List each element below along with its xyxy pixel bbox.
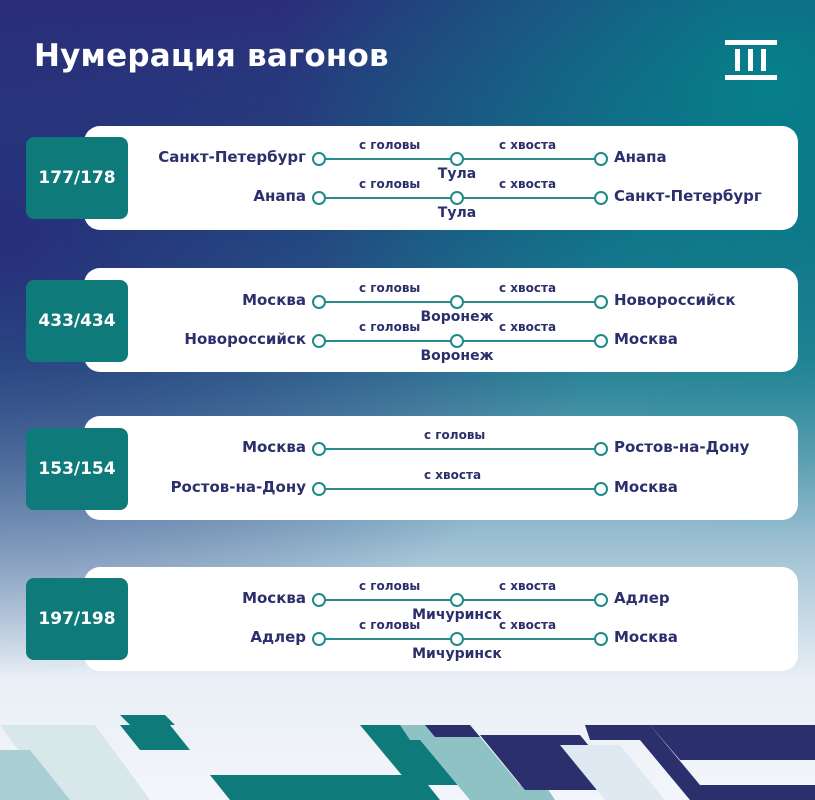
decorative-stripes — [0, 715, 815, 800]
station-from: Москва — [242, 438, 306, 456]
station-to: Новороссийск — [614, 291, 736, 309]
numbering-label: с головы — [359, 579, 421, 593]
station-mid: Мичуринск — [412, 607, 502, 623]
page-title: Нумерация вагонов — [34, 38, 389, 74]
station-dot — [594, 482, 608, 496]
station-to: Москва — [614, 628, 678, 646]
numbering-label: с хвоста — [499, 618, 557, 632]
station-dot — [312, 152, 326, 166]
station-dot — [312, 334, 326, 348]
station-to: Анапа — [614, 148, 667, 166]
route-row: Адлер Москва с головы с хвоста Мичуринск — [84, 618, 798, 662]
station-dot — [450, 295, 464, 309]
numbering-label: с хвоста — [499, 281, 557, 295]
numbering-label: с хвоста — [499, 579, 557, 593]
station-dot — [594, 191, 608, 205]
numbering-label: с хвоста — [499, 177, 557, 191]
station-from: Адлер — [250, 628, 306, 646]
station-from: Ростов-на-Дону — [170, 478, 306, 496]
station-dot — [594, 442, 608, 456]
numbering-label: с головы — [359, 177, 421, 191]
station-from: Москва — [242, 291, 306, 309]
route-row: Новороссийск Москва с головы с хвоста Во… — [84, 320, 798, 364]
station-mid: Тула — [437, 205, 477, 221]
train-card-153-154 — [84, 416, 798, 520]
station-dot — [312, 295, 326, 309]
station-to: Ростов-на-Дону — [614, 438, 750, 456]
station-dot — [312, 442, 326, 456]
train-card-197-198 — [84, 567, 798, 671]
station-dot — [312, 191, 326, 205]
station-dot — [450, 334, 464, 348]
numbering-label: с головы — [359, 138, 421, 152]
train-number-badge: 433/434 — [26, 280, 128, 362]
train-number-badge: 177/178 — [26, 137, 128, 219]
station-dot — [450, 593, 464, 607]
station-dot — [312, 593, 326, 607]
numbering-label: с хвоста — [499, 320, 557, 334]
numbering-label: с головы — [359, 320, 421, 334]
route-row: Москва Адлер с головы с хвоста Мичуринск — [84, 579, 798, 623]
station-dot — [594, 334, 608, 348]
station-mid: Воронеж — [420, 348, 494, 364]
station-from: Новороссийск — [184, 330, 306, 348]
train-card-177-178 — [84, 126, 798, 230]
station-to: Адлер — [614, 589, 670, 607]
station-to: Санкт-Петербург — [614, 187, 762, 205]
numbering-label: с головы — [359, 281, 421, 295]
station-from: Москва — [242, 589, 306, 607]
station-from: Анапа — [253, 187, 306, 205]
train-number-badge: 153/154 — [26, 428, 128, 510]
numbering-label: с головы — [359, 618, 421, 632]
numbering-label: с головы — [424, 428, 486, 442]
station-dot — [450, 632, 464, 646]
route-row: Москва Ростов-на-Дону с головы — [84, 428, 798, 468]
station-from: Санкт-Петербург — [158, 148, 306, 166]
station-dot — [312, 632, 326, 646]
station-dot — [594, 632, 608, 646]
station-to: Москва — [614, 478, 678, 496]
station-dot — [312, 482, 326, 496]
station-mid: Воронеж — [420, 309, 494, 325]
station-dot — [594, 152, 608, 166]
railway-logo-icon — [725, 40, 777, 80]
station-dot — [450, 152, 464, 166]
route-row: Санкт-Петербург Анапа с головы с хвоста … — [84, 138, 798, 182]
train-number-badge: 197/198 — [26, 578, 128, 660]
route-row: Анапа Санкт-Петербург с головы с хвоста … — [84, 177, 798, 221]
station-dot — [594, 593, 608, 607]
station-mid: Мичуринск — [412, 646, 502, 662]
numbering-label: с хвоста — [424, 468, 482, 482]
station-to: Москва — [614, 330, 678, 348]
route-row: Ростов-на-Дону Москва с хвоста — [84, 468, 798, 508]
numbering-label: с хвоста — [499, 138, 557, 152]
station-mid: Тула — [437, 166, 477, 182]
train-card-433-434 — [84, 268, 798, 372]
station-dot — [450, 191, 464, 205]
route-row: Москва Новороссийск с головы с хвоста Во… — [84, 281, 798, 325]
station-dot — [594, 295, 608, 309]
